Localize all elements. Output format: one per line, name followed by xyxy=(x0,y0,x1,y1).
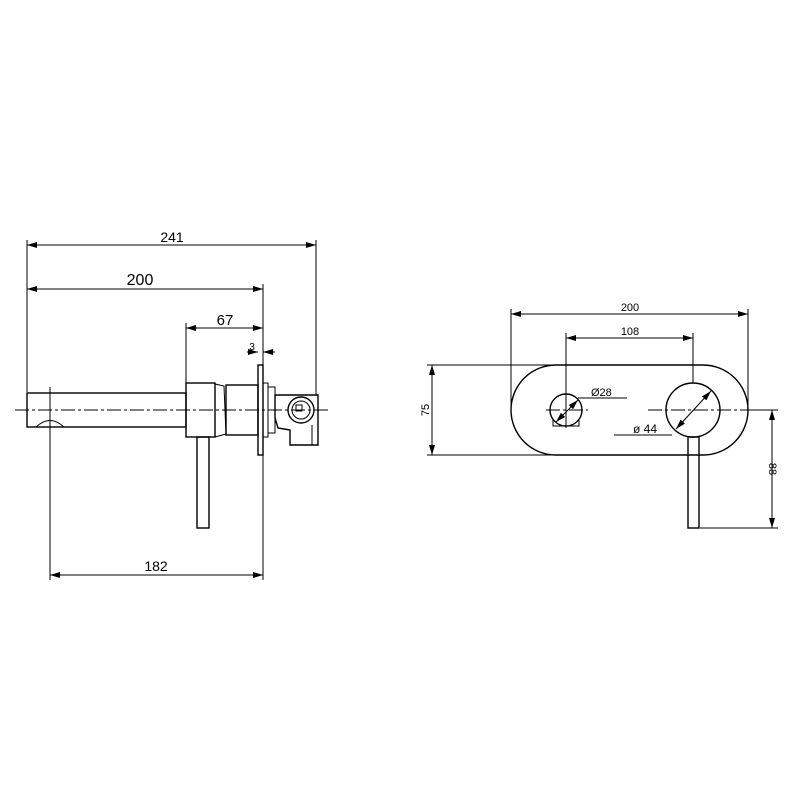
dim-label-diameter-44: ø 44 xyxy=(633,422,657,436)
dim-label-88: 88 xyxy=(766,463,778,475)
side-view: 241 200 67 3 182 xyxy=(15,229,330,580)
dim-label-diameter-28: Ø28 xyxy=(591,387,612,399)
lever-handle xyxy=(196,436,210,529)
dim-label-108: 108 xyxy=(621,326,639,338)
dim-label-75: 75 xyxy=(420,404,432,416)
dim-label-200-front: 200 xyxy=(621,302,639,314)
dim-label-200: 200 xyxy=(127,272,154,289)
lever-handle-front xyxy=(687,436,700,529)
dim-label-3: 3 xyxy=(249,342,255,353)
front-view: 200 108 75 88 Ø28 ø 44 xyxy=(420,302,778,529)
valve-fitting xyxy=(274,394,319,446)
dim-label-67: 67 xyxy=(217,312,234,329)
dim-label-182: 182 xyxy=(144,558,168,574)
dim-label-241: 241 xyxy=(160,229,184,245)
